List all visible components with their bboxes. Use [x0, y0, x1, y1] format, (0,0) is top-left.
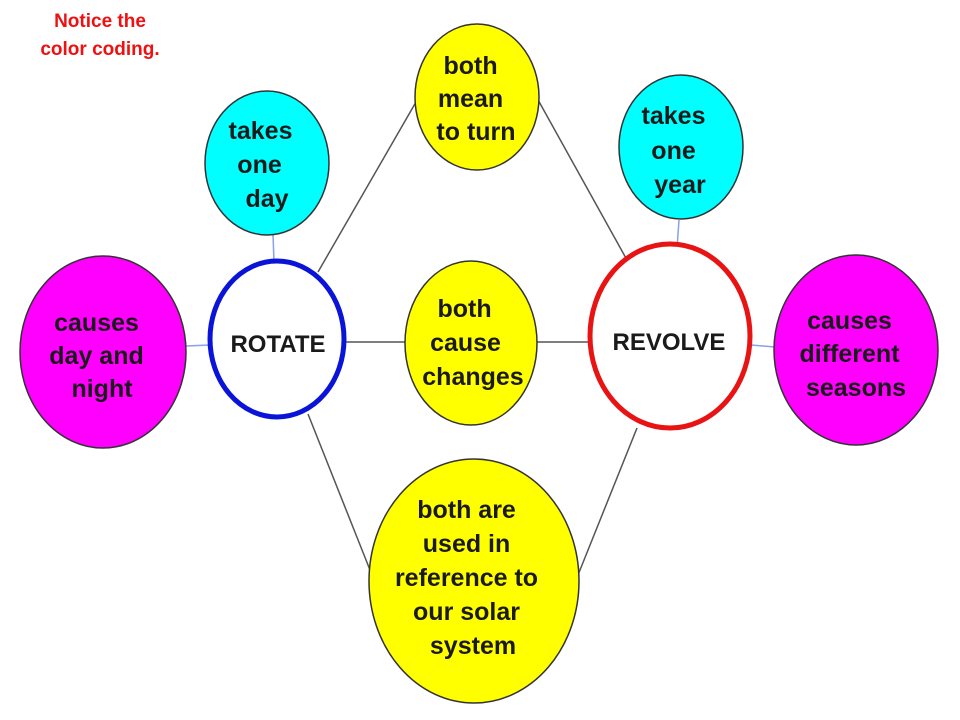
day-night-line-1: causes	[54, 309, 139, 337]
day-night-line-2: day and	[49, 342, 143, 370]
node-takes-day: takes one day	[204, 90, 330, 236]
day-night-line-3: night	[71, 375, 133, 403]
connector-rotate-both-used	[307, 413, 371, 571]
both-used-line-4: our solar	[413, 598, 520, 626]
seasons-line-2: different	[800, 340, 901, 368]
both-used-line-5: system	[430, 632, 516, 660]
svg-text:REVOLVE: REVOLVE	[613, 329, 726, 356]
both-used-line-3: reference to	[395, 564, 538, 592]
bubble-takes-year	[618, 74, 744, 220]
bubble-takes-day	[204, 90, 330, 236]
takes-year-line-2: one	[651, 137, 696, 165]
node-seasons: causes different seasons	[773, 254, 939, 446]
both-used-line-2: used in	[423, 530, 511, 558]
note-line-1: Notice the	[54, 11, 146, 32]
svg-text:both cause changes: both cause changes	[422, 295, 523, 391]
node-day-night: causes day and night	[19, 255, 187, 449]
bubble-both-cause	[404, 260, 538, 426]
rotate-label: ROTATE	[230, 331, 325, 358]
svg-text:causes different s: causes different seasons	[800, 307, 907, 402]
ring-revolve	[587, 241, 753, 431]
node-revolve: REVOLVE	[587, 241, 753, 431]
connectors	[185, 97, 776, 576]
connector-rotate-day-night	[185, 344, 211, 347]
both-used-line-1: both are	[417, 496, 516, 524]
connector-revolve-both-mean	[536, 97, 628, 261]
revolve-label: REVOLVE	[613, 329, 726, 356]
connector-revolve-both-used	[577, 427, 638, 576]
takes-day-line-1: takes	[229, 117, 293, 145]
svg-text:takes one day: takes one day	[229, 117, 300, 213]
both-mean-line-1: both	[443, 52, 497, 80]
svg-text:both mean to turn: both mean to turn	[436, 52, 515, 146]
both-mean-line-2: mean	[438, 85, 503, 113]
seasons-line-1: causes	[807, 307, 892, 335]
note-line-2: color coding.	[40, 39, 160, 60]
bubble-both-used	[368, 458, 580, 704]
takes-day-line-2: one	[237, 151, 282, 179]
connector-revolve-seasons	[750, 344, 776, 348]
node-both-used: both are used in reference to our solar …	[368, 458, 580, 704]
seasons-line-3: seasons	[806, 374, 906, 402]
bubble-seasons	[773, 254, 939, 446]
takes-year-line-1: takes	[642, 102, 706, 130]
node-takes-year: takes one year	[618, 74, 744, 220]
ring-rotate	[207, 258, 347, 420]
bubble-both-mean	[414, 23, 540, 171]
connector-rotate-takes-day	[272, 233, 275, 263]
svg-text:ROTATE: ROTATE	[230, 331, 325, 358]
color-coding-note: Notice the color coding.	[10, 8, 190, 64]
bubble-day-night	[19, 255, 187, 449]
svg-text:takes one year: takes one year	[642, 102, 713, 199]
takes-year-line-3: year	[654, 171, 706, 199]
both-cause-line-3: changes	[422, 363, 523, 391]
both-cause-line-1: both	[437, 295, 491, 323]
node-rotate: ROTATE	[207, 258, 347, 420]
both-mean-line-3: to turn	[436, 118, 515, 146]
both-cause-line-2: cause	[430, 329, 501, 357]
svg-text:both are used in r: both are used in reference to our solar …	[395, 496, 545, 660]
svg-text:causes day and nig: causes day and night	[49, 309, 150, 403]
connector-rotate-both-mean	[317, 101, 417, 273]
node-both-mean: both mean to turn	[414, 23, 540, 171]
node-both-cause: both cause changes	[404, 260, 538, 426]
takes-day-line-3: day	[245, 185, 288, 213]
